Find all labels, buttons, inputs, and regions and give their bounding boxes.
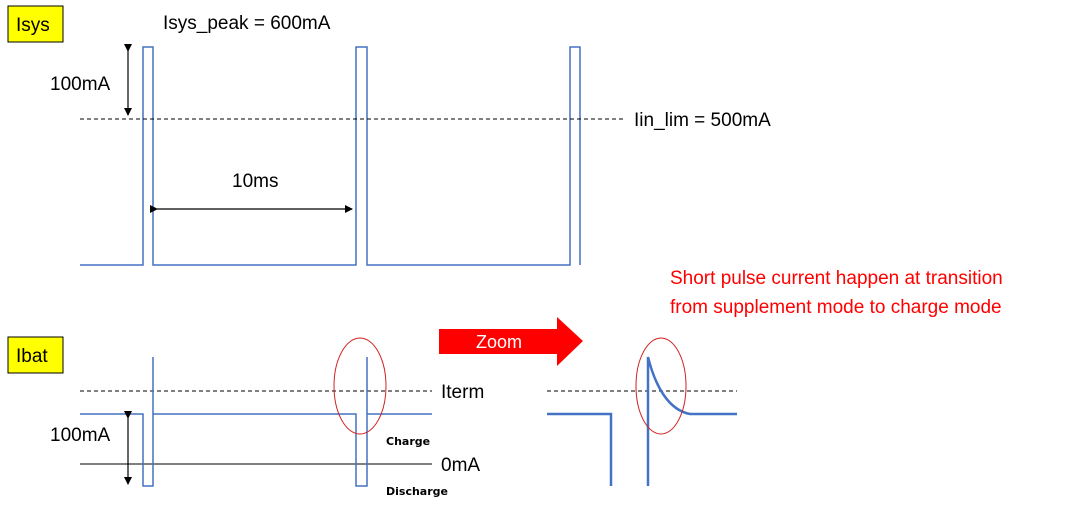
zoom-label: Zoom (476, 332, 522, 352)
iterm-label: Iterm (441, 382, 484, 403)
ibat-tag-label: Ibat (16, 346, 48, 367)
discharge-label: Discharge (386, 485, 448, 498)
ibat-tag: Ibat (7, 336, 64, 374)
zoom-arrow: Zoom (439, 317, 583, 366)
ibat-waveform (80, 357, 432, 487)
iin-lim-label: Iin_lim = 500mA (634, 110, 771, 131)
transition-highlight-ellipse (333, 337, 387, 435)
note-line-1: Short pulse current happen at transition (670, 268, 1003, 289)
note-line-2: from supplement mode to charge mode (670, 297, 1002, 318)
zero-label: 0mA (441, 455, 480, 476)
isys-waveform (80, 46, 581, 266)
zoom-highlight-ellipse (635, 337, 687, 435)
zoom-ibat-waveform (547, 356, 737, 486)
period-label: 10ms (232, 171, 278, 192)
isys-delta-label: 100mA (50, 74, 111, 95)
isys-tag-label: Isys (16, 15, 50, 36)
isys-peak-label: Isys_peak = 600mA (163, 13, 331, 34)
charge-label: Charge (386, 435, 430, 448)
isys-tag: Isys (7, 5, 64, 43)
ibat-delta-label: 100mA (50, 425, 111, 446)
